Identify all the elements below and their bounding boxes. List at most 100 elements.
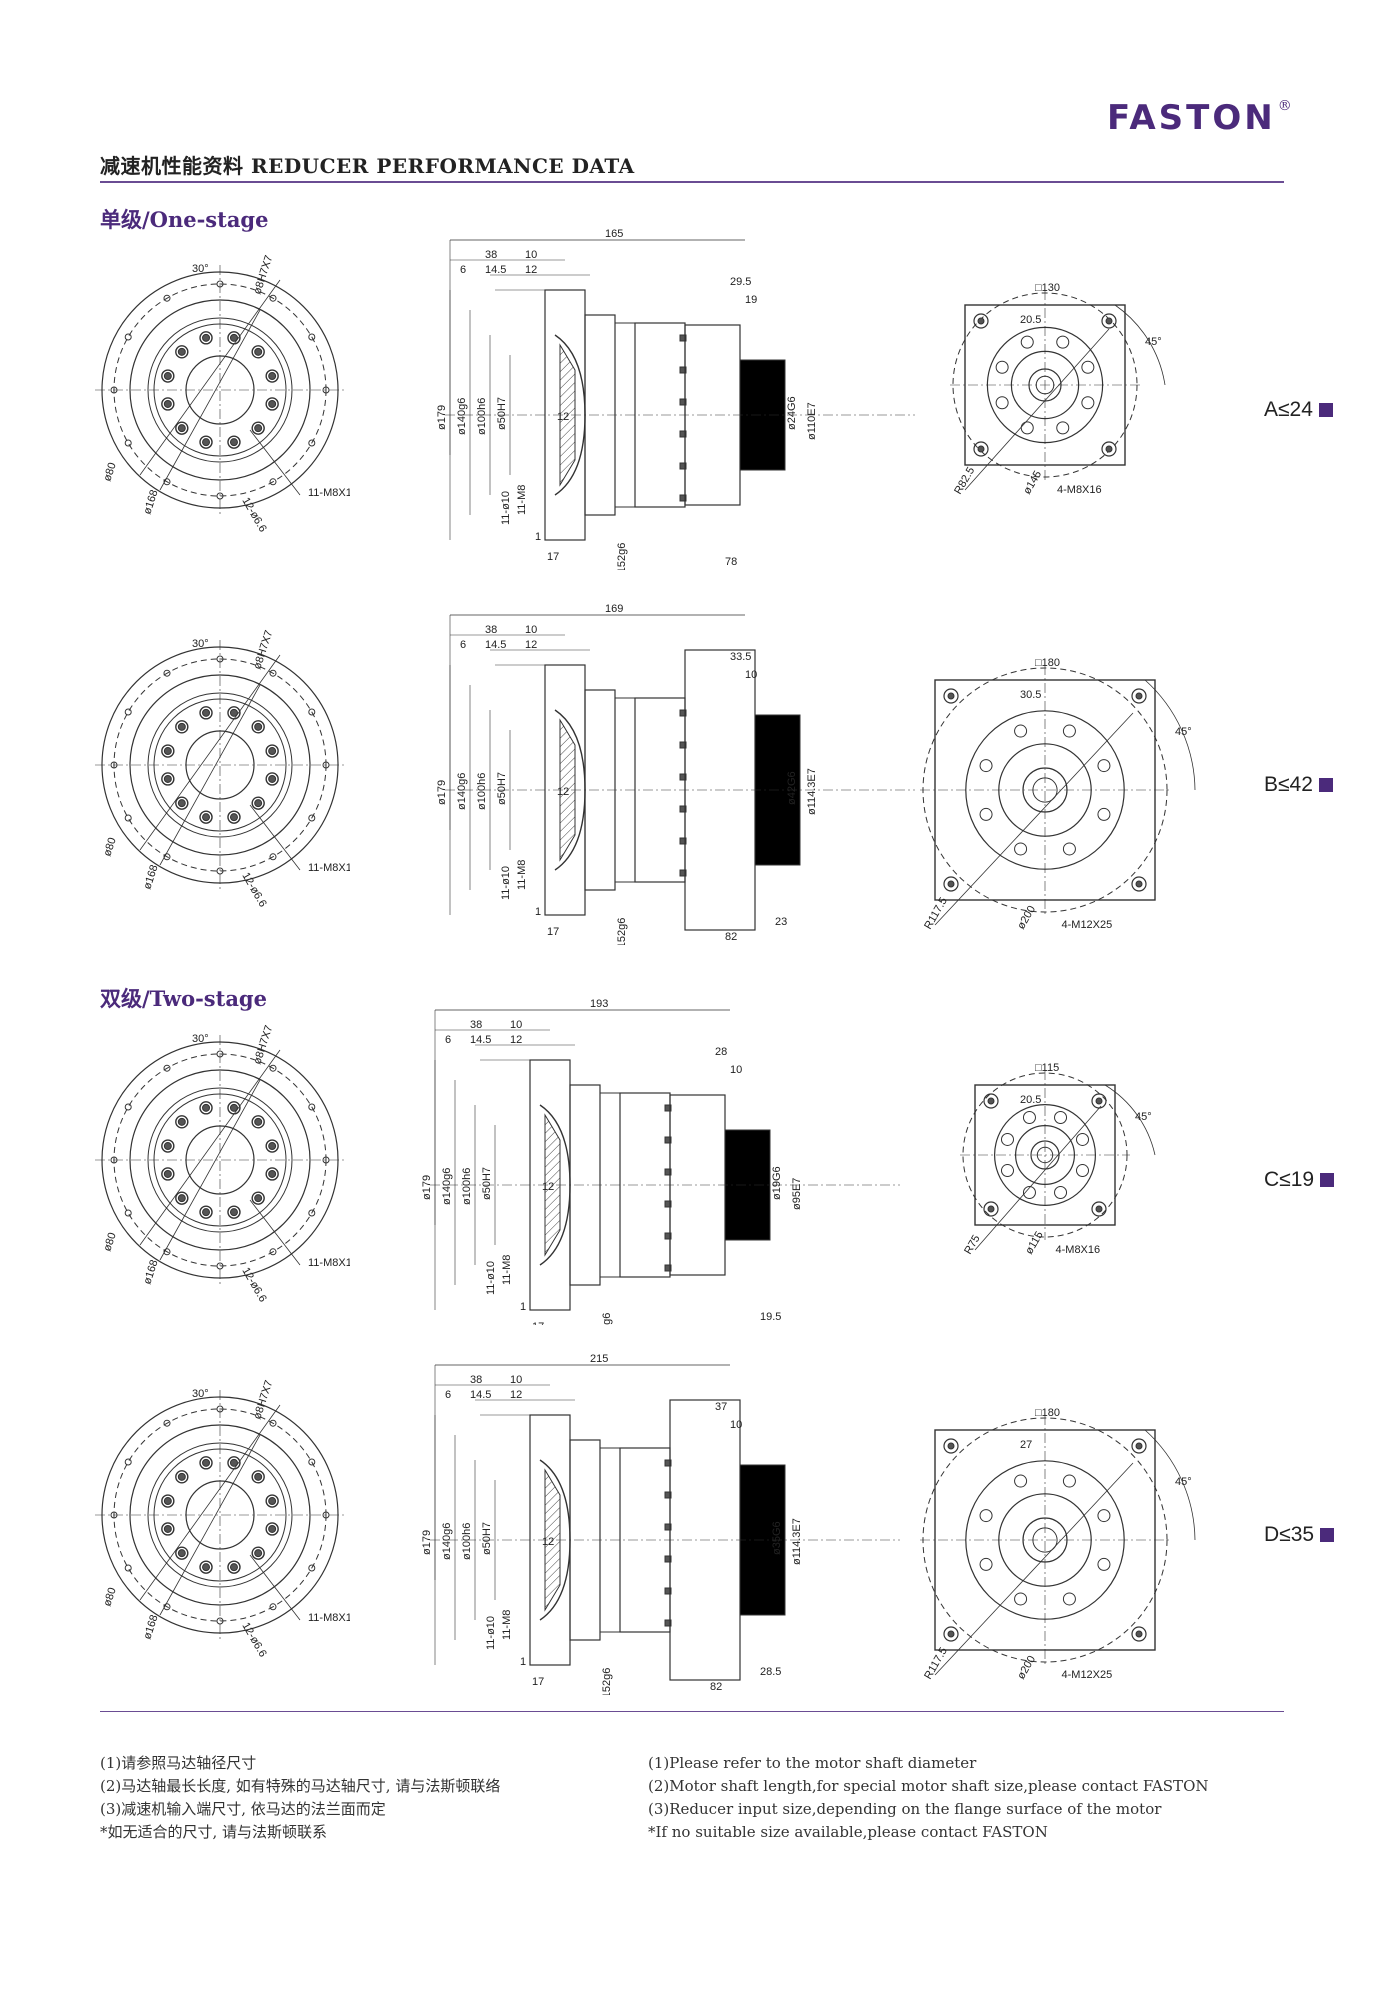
flange-fit-2: ø100h6 — [476, 398, 488, 435]
dim-g: 19 — [745, 294, 757, 306]
key-width: 12 — [542, 1536, 554, 1548]
bore-label: ø8H7X7 — [251, 254, 275, 296]
key-width: 12 — [557, 411, 569, 423]
bolt-hole — [265, 772, 279, 786]
dim-a: 38 — [485, 249, 497, 261]
bolt-hole — [199, 1456, 213, 1470]
corner-mount-hole — [943, 876, 959, 892]
diameter-label-1: ø80 — [101, 461, 118, 483]
corner-mount-hole — [1091, 1093, 1107, 1109]
bolt-hole — [251, 1191, 265, 1205]
pilot-diameter: ø152g6 — [616, 543, 628, 570]
ratio-label: B≤42 — [1264, 773, 1333, 797]
bore-label: ø8H7X7 — [251, 629, 275, 671]
bolt-hole — [251, 1546, 265, 1560]
bolt-hole — [265, 1167, 279, 1181]
output-spigot: ø114.3E7 — [791, 1518, 803, 1565]
flange-fit-3: ø50H7 — [481, 1167, 493, 1200]
header-divider — [100, 181, 1284, 183]
pcd-diameter: ø200 — [1015, 1654, 1038, 1682]
corner-mount-hole — [1131, 1626, 1147, 1642]
dim-e: 12 — [525, 264, 537, 276]
faston-logo: FASTON® — [1107, 98, 1307, 138]
note-cn-1: (1)请参照马达轴径尺寸 — [100, 1754, 257, 1772]
dim-b: 10 — [510, 1374, 522, 1386]
bolt-hole — [161, 397, 175, 411]
dim-f: 37 — [715, 1401, 727, 1413]
dim-b: 10 — [510, 1019, 522, 1031]
square-marker-icon — [1320, 1173, 1335, 1187]
dim-a: 38 — [470, 1374, 482, 1386]
output-spigot: ø114.3E7 — [806, 768, 818, 815]
corner-mount-hole — [1131, 1438, 1147, 1454]
bolt-hole — [251, 1115, 265, 1129]
key-width: 12 — [557, 786, 569, 798]
corner-mount-hole — [973, 313, 989, 329]
bolt-hole — [175, 720, 189, 734]
dim-g: 10 — [730, 1419, 742, 1431]
bolt-hole — [161, 1167, 175, 1181]
bolt-hole — [175, 796, 189, 810]
overall-length: 165 — [605, 228, 623, 240]
dim-a: 38 — [470, 1019, 482, 1031]
bolt-hole — [161, 1522, 175, 1536]
corner-mount-hole — [943, 688, 959, 704]
motor-dim-1: 11-ø10 — [500, 866, 512, 900]
outer-diameter: ø179 — [421, 1175, 433, 1200]
corner-mount-hole — [1131, 876, 1147, 892]
note-en-4: *If no suitable size available,please co… — [648, 1823, 1048, 1841]
motor-dim-2: 11-M8 — [516, 860, 528, 890]
dim-f: 33.5 — [730, 651, 751, 663]
notes-english: (1)Please refer to the motor shaft diame… — [648, 1752, 1209, 1844]
output-shaft: ø24G6 — [786, 396, 798, 430]
mount-holes: 4-M8X16 — [1057, 484, 1102, 496]
shaft-length-2: 19.5 — [760, 1311, 781, 1323]
square-size: □130 — [1035, 282, 1060, 294]
mount-holes: 4-M8X16 — [1056, 1244, 1101, 1256]
bolt-hole — [251, 720, 265, 734]
note-cn-4: *如无适合的尺寸, 请与法斯顿联系 — [100, 1823, 328, 1841]
square-size: □115 — [1035, 1062, 1059, 1074]
bolt-hole — [227, 1560, 241, 1574]
thread-label: 11-M8X16 — [308, 862, 350, 874]
note-cn-3: (3)减速机输入端尺寸, 依马达的法兰面而定 — [100, 1800, 386, 1818]
bolt-hole — [161, 1494, 175, 1508]
dim-b: 10 — [525, 249, 537, 261]
flange-height: 17 — [532, 1321, 544, 1325]
motor-dim-1: 11-ø10 — [500, 491, 512, 525]
shaft-length: 78 — [725, 556, 737, 568]
diameter-label-2: ø168 — [141, 1613, 160, 1641]
motor-dim-3: 1 — [535, 531, 541, 543]
note-cn-2: (2)马达轴最长长度, 如有特殊的马达轴尺寸, 请与法斯顿联络 — [100, 1777, 501, 1795]
bolt-hole — [199, 1205, 213, 1219]
square-marker-icon — [1318, 778, 1333, 792]
bolt-angle-label: 30° — [192, 638, 209, 650]
pcd-label: 12-ø6.6 — [239, 871, 268, 910]
pcd-diameter: ø145 — [1021, 469, 1044, 497]
bolt-hole — [175, 1115, 189, 1129]
thread-label: 11-M8X16 — [308, 487, 350, 499]
corner-mount-hole — [1131, 688, 1147, 704]
ratio-label: A≤24 — [1264, 398, 1333, 422]
ratio-label-text: D≤35 — [1264, 1523, 1315, 1546]
bolt-hole — [161, 1139, 175, 1153]
shaft-length: 82 — [710, 1681, 722, 1693]
bolt-hole — [251, 1470, 265, 1484]
motor-dim-3: 1 — [520, 1656, 526, 1668]
pilot-diameter: ø152g6 — [601, 1668, 613, 1695]
bolt-hole — [227, 435, 241, 449]
bolt-hole — [175, 1191, 189, 1205]
flange-fit-3: ø50H7 — [496, 772, 508, 805]
bolt-hole — [251, 345, 265, 359]
bolt-hole — [265, 744, 279, 758]
ratio-label: D≤35 — [1264, 1523, 1335, 1547]
section-two-stage: 双级/Two-stage — [100, 986, 267, 1011]
notes-chinese: (1)请参照马达轴径尺寸 (2)马达轴最长长度, 如有特殊的马达轴尺寸, 请与法… — [100, 1752, 500, 1844]
